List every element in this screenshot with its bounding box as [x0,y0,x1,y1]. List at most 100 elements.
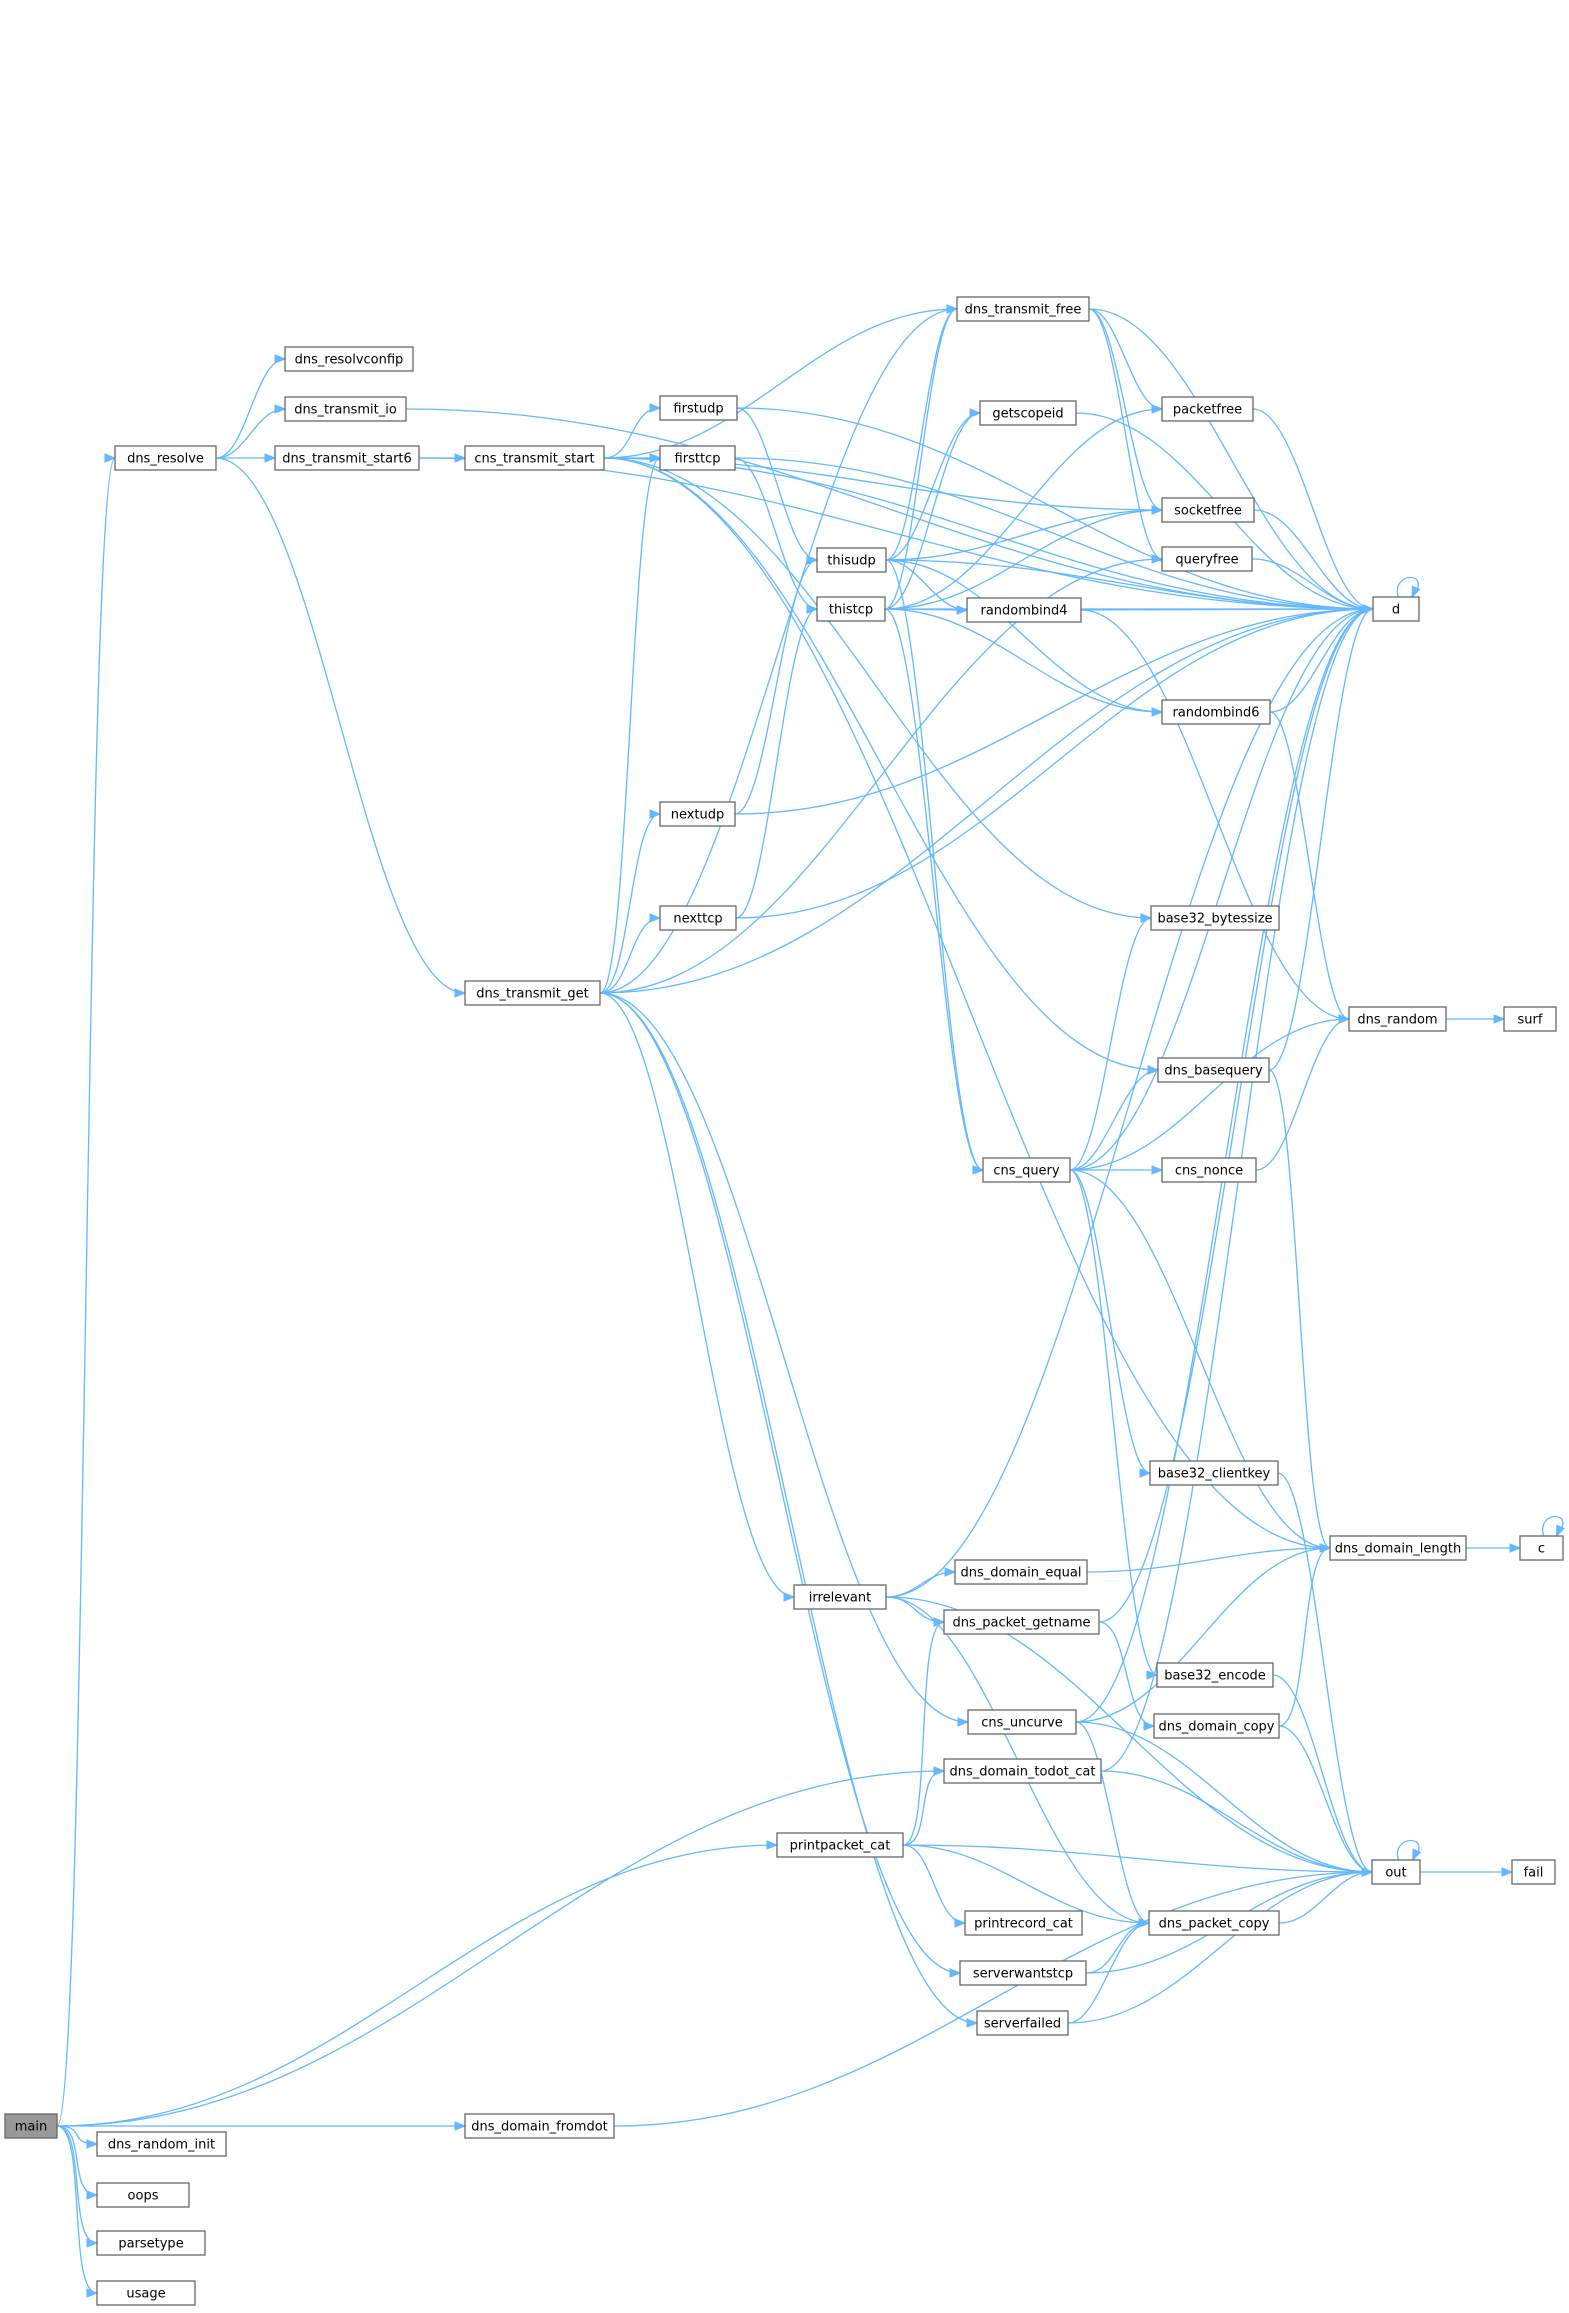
node-dns_basequery[interactable]: dns_basequery [1157,1057,1270,1083]
node-dns_domain_fromdot[interactable]: dns_domain_fromdot [464,2113,615,2139]
node-main[interactable]: main [4,2113,58,2139]
node-dns_domain_length[interactable]: dns_domain_length [1329,1535,1467,1561]
node-cns_query[interactable]: cns_query [982,1157,1071,1183]
node-packetfree[interactable]: packetfree [1161,396,1254,422]
node-box [982,1157,1071,1183]
node-box [659,905,737,931]
node-base32_encode[interactable]: base32_encode [1156,1662,1274,1688]
node-printrecord_cat[interactable]: printrecord_cat [964,1910,1083,1936]
node-label: firsttcp [675,452,721,467]
node-box [954,1559,1088,1585]
edge-d-to-d [1396,577,1421,599]
node-label: d [1392,603,1400,618]
node-queryfree[interactable]: queryfree [1161,546,1253,572]
node-box [464,980,601,1006]
node-dns_random_init[interactable]: dns_random_init [96,2131,227,2157]
node-box [114,445,217,471]
edge-dns_transmit_free-to-socketfree [1088,308,1164,515]
node-box [943,1758,1102,1784]
node-firsttcp[interactable]: firsttcp [659,445,736,471]
edge-dns_transmit_get-to-firsttcp [599,453,662,994]
node-dns_resolvconfip[interactable]: dns_resolvconfip [284,346,414,372]
node-dns_transmit_free[interactable]: dns_transmit_free [956,296,1090,322]
edge-dns_transmit_start6-to-d [418,457,1375,614]
node-randombind4[interactable]: randombind4 [966,597,1082,623]
node-d[interactable]: d [1372,596,1420,622]
edge-cns_uncurve-to-out [1075,1721,1374,1877]
node-box [1503,1006,1557,1032]
node-printpacket_cat[interactable]: printpacket_cat [776,1832,904,1858]
node-label: nextudp [671,808,725,823]
node-dns_random[interactable]: dns_random [1348,1006,1447,1032]
node-box [1161,396,1254,422]
node-box [816,547,887,573]
node-label: parsetype [118,2237,183,2252]
node-nexttcp[interactable]: nexttcp [659,905,737,931]
node-dns_packet_copy[interactable]: dns_packet_copy [1148,1910,1280,1936]
node-label: base32_bytessize [1157,912,1272,927]
edge-main-to-dns_domain_fromdot [57,2121,467,2131]
node-label: cns_uncurve [981,1716,1063,1731]
node-base32_bytessize[interactable]: base32_bytessize [1150,905,1280,931]
edge-firstudp-to-thisudp [736,407,819,565]
edge-main-to-dns_random_init [56,2125,99,2149]
node-dns_transmit_get[interactable]: dns_transmit_get [464,980,601,1006]
node-fail[interactable]: fail [1511,1859,1556,1885]
edge-cns_query-to-dns_basequery [1069,1065,1160,1171]
edge-dns_domain_fromdot-to-out [613,1867,1374,2127]
node-serverfailed[interactable]: serverfailed [976,2010,1069,2036]
edge-thistcp-to-dns_transmit_free [884,304,959,610]
node-box [1161,699,1271,725]
node-serverwantstcp[interactable]: serverwantstcp [959,1960,1087,1986]
node-label: dns_domain_copy [1159,1720,1275,1735]
edge-nextudp-to-d [734,604,1375,815]
node-out[interactable]: out [1371,1859,1421,1885]
node-dns_transmit_io[interactable]: dns_transmit_io [284,396,407,422]
edge-thisudp-to-dns_transmit_free [885,304,959,561]
node-cns_nonce[interactable]: cns_nonce [1161,1157,1257,1183]
node-dns_domain_copy[interactable]: dns_domain_copy [1153,1713,1280,1739]
edge-main-to-dns_resolve [56,453,117,2127]
node-thisudp[interactable]: thisudp [816,547,887,573]
node-box [464,445,605,471]
node-thistcp[interactable]: thistcp [816,596,886,622]
node-dns_transmit_start6[interactable]: dns_transmit_start6 [274,445,420,471]
node-dns_domain_equal[interactable]: dns_domain_equal [954,1559,1088,1585]
edge-main-to-printpacket_cat [56,1840,779,2127]
node-box [1149,1460,1279,1486]
node-surf[interactable]: surf [1503,1006,1557,1032]
node-cns_uncurve[interactable]: cns_uncurve [967,1709,1077,1735]
node-box [1157,1057,1270,1083]
edge-cns_query-to-d [1069,604,1375,1171]
node-dns_resolve[interactable]: dns_resolve [114,445,217,471]
edge-serverfailed-to-out [1067,1867,1374,2024]
node-parsetype[interactable]: parsetype [96,2230,206,2256]
node-getscopeid[interactable]: getscopeid [979,400,1077,426]
node-label: dns_basequery [1164,1064,1263,1079]
node-nextudp[interactable]: nextudp [659,801,736,827]
edge-dns_resolve-to-dns_transmit_start6 [215,453,277,463]
node-dns_domain_todot_cat[interactable]: dns_domain_todot_cat [943,1758,1102,1784]
edge-nexttcp-to-thistcp [735,604,819,919]
node-randombind6[interactable]: randombind6 [1161,699,1271,725]
node-dns_packet_getname[interactable]: dns_packet_getname [943,1609,1100,1635]
node-box [776,1832,904,1858]
edge-cns_query-to-base32_bytessize [1069,913,1153,1171]
node-c[interactable]: c [1519,1535,1564,1561]
edge-dns_transmit_free-to-queryfree [1088,308,1164,564]
node-label: dns_packet_copy [1159,1917,1270,1932]
node-label: surf [1518,1013,1543,1028]
node-cns_transmit_start[interactable]: cns_transmit_start [464,445,605,471]
node-irrelevant[interactable]: irrelevant [793,1584,887,1610]
edge-cns_query-to-base32_clientkey [1069,1169,1152,1478]
node-base32_clientkey[interactable]: base32_clientkey [1149,1460,1279,1486]
node-oops[interactable]: oops [96,2182,190,2208]
edge-cns_uncurve-to-dns_packet_copy [1075,1721,1151,1928]
edge-nextudp-to-thisudp [734,555,819,815]
node-socketfree[interactable]: socketfree [1161,497,1255,523]
edge-randombind4-to-dns_random [1080,609,1351,1024]
node-firstudp[interactable]: firstudp [659,395,738,421]
node-usage[interactable]: usage [96,2280,196,2306]
node-box [956,296,1090,322]
